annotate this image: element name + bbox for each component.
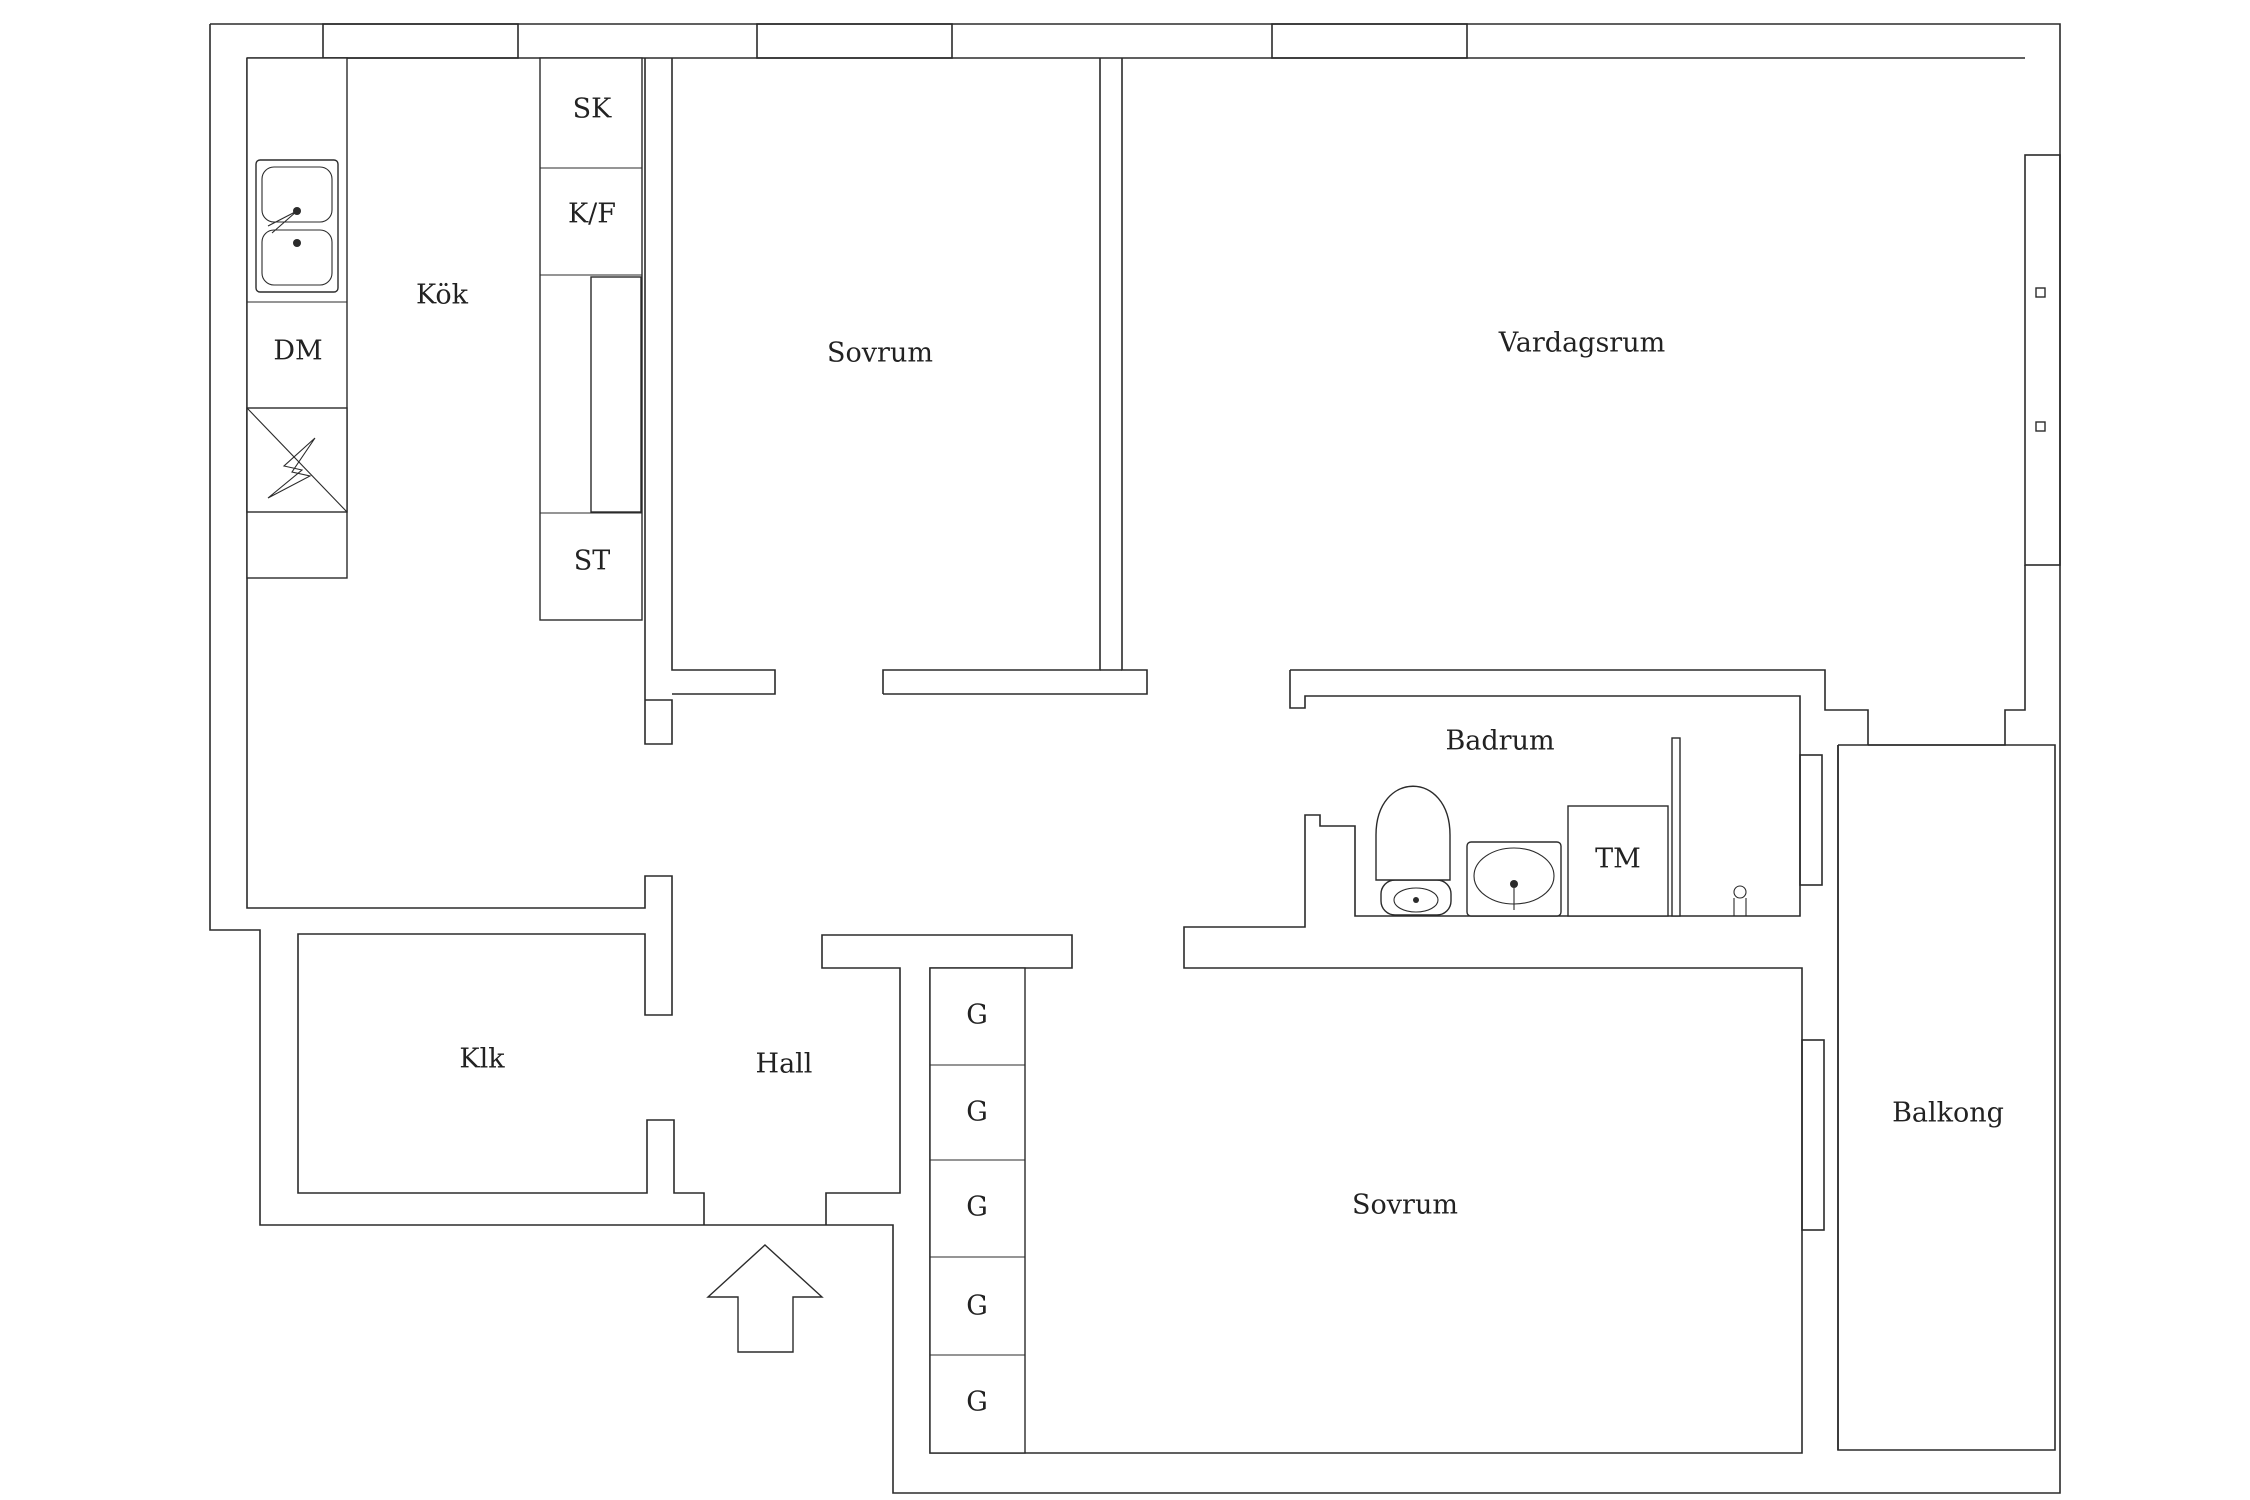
- dishwasher-label: DM: [273, 336, 322, 367]
- room-label-bathroom: Badrum: [1445, 726, 1554, 757]
- washbasin-icon: [1466, 841, 1562, 917]
- wardrobe-label-3: G: [966, 1192, 988, 1223]
- room-label-bedroom-bottom: Sovrum: [1352, 1190, 1458, 1221]
- kitchen-cabinets-right: SK K/F ST: [539, 57, 643, 621]
- shower: [1671, 737, 1747, 917]
- wardrobes-bedroom: G G G G G: [929, 967, 1026, 1454]
- exterior-walls: [209, 23, 2061, 1494]
- room-label-closet: Klk: [459, 1044, 505, 1075]
- sink-icon: [255, 159, 339, 293]
- room-label-kitchen: Kök: [416, 280, 469, 311]
- room-label-hall: Hall: [756, 1049, 813, 1080]
- wardrobe-kitchen-label: ST: [574, 546, 611, 577]
- toilet-icon: [1375, 785, 1452, 916]
- fridge-freezer-label: K/F: [568, 199, 616, 230]
- washing-machine-label: TM: [1595, 844, 1641, 875]
- wardrobe-label-2: G: [966, 1097, 988, 1128]
- room-label-bedroom-top: Sovrum: [827, 338, 933, 369]
- pantry-label: SK: [573, 94, 612, 125]
- wardrobe-label-5: G: [966, 1387, 988, 1418]
- room-label-balcony: Balkong: [1892, 1098, 2004, 1129]
- entrance-arrow-icon: [706, 1244, 824, 1353]
- stove-icon: [246, 407, 348, 513]
- room-label-living-room: Vardagsrum: [1498, 328, 1665, 359]
- wardrobe-label-4: G: [966, 1291, 988, 1322]
- interior-walls: [246, 58, 2056, 1454]
- room-labels: Kök Sovrum Vardagsrum Badrum Klk Hall So…: [416, 280, 2004, 1221]
- wardrobe-label-1: G: [966, 1000, 988, 1031]
- dishwasher: DM: [273, 336, 322, 367]
- washing-machine: TM: [1567, 805, 1669, 917]
